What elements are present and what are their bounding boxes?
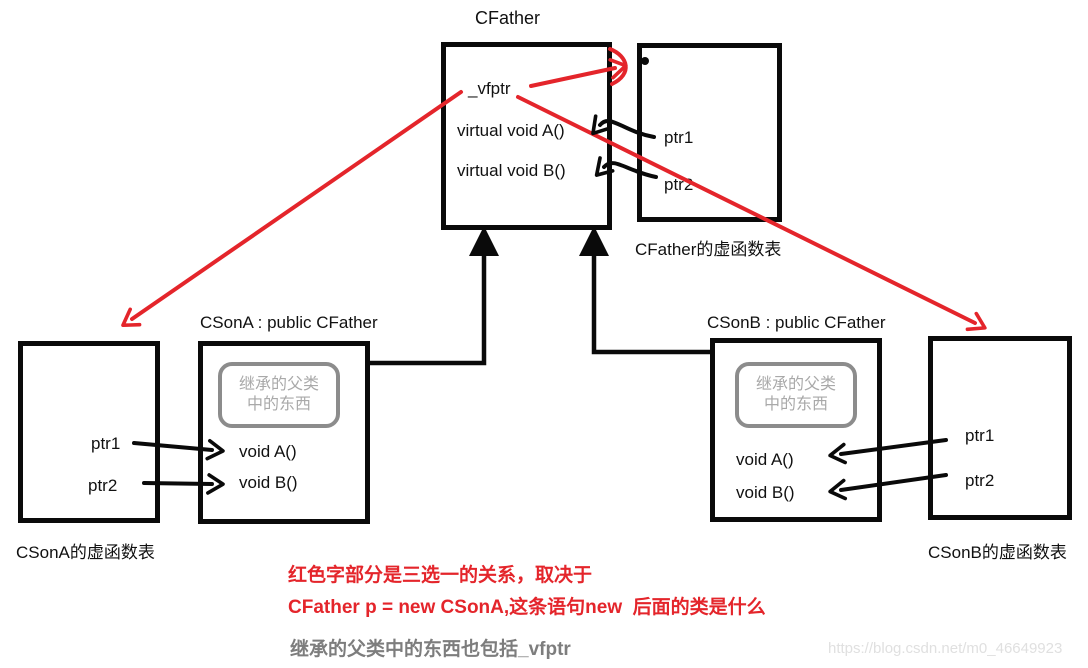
watermark-url: https://blog.csdn.net/m0_46649923 [828,640,1063,657]
inheritance-arrowhead-csonb [579,226,609,256]
inheritance-line-csona-to-cfather [367,252,487,366]
cfather-member-vfptr: _vfptr [468,79,511,98]
inherited-note-line: 继承的父类 [755,376,836,393]
cfather-member-virtual-a: virtual void A() [457,121,565,140]
csonb-member-b: void B() [736,483,795,502]
cfather-vtable-label: CFather的虚函数表 [635,240,782,259]
csonb-vtable-ptr1: ptr1 [965,426,995,445]
inheritance-arrowhead-csona [469,226,499,256]
inherited-note-line: 继承的父类 [238,376,319,393]
csona-member-b: void B() [239,473,298,492]
csonb-inherited-note-box: 继承的父类 中的东西 [735,362,857,428]
csona-vtable-ptr2: ptr2 [88,476,118,495]
csona-member-a: void A() [239,442,297,461]
cfather-vtable-ptr1: ptr1 [664,128,694,147]
inherited-note-line: 中的东西 [246,396,311,413]
csona-vtable-label: CSonA的虚函数表 [16,543,155,562]
csona-inherited-note-box: 继承的父类 中的东西 [218,362,340,428]
csonb-member-a: void A() [736,450,794,469]
cfather-vtable-ptr2: ptr2 [664,175,694,194]
note-red-line2: CFather p = new CSonA,这条语句new 后面的类是什么 [288,597,766,618]
csona-vtable-box [18,341,160,523]
cfather-vtable-box [637,43,782,222]
csona-class-box [198,341,370,524]
csonb-vtable-label: CSonB的虚函数表 [928,543,1067,562]
note-gray-line: 继承的父类中的东西也包括_vfptr [290,639,571,660]
note-red-line1: 红色字部分是三选一的关系，取决于 [288,565,593,586]
inheritance-line-csonb-to-cfather [591,252,713,355]
csonb-class-box [710,338,882,522]
csona-title: CSonA : public CFather [200,313,378,332]
csonb-title: CSonB : public CFather [707,313,886,332]
csonb-vtable-ptr2: ptr2 [965,471,995,490]
inherited-note-line: 中的东西 [763,396,828,413]
red-arrow-vfptr-to-csona-vtable [121,90,463,328]
red-arrowhead-swoosh [608,47,628,86]
csona-vtable-ptr1: ptr1 [91,434,121,453]
cfather-title: CFather [475,8,541,28]
cfather-member-virtual-b: virtual void B() [457,161,566,180]
csonb-vtable-box [928,336,1072,520]
